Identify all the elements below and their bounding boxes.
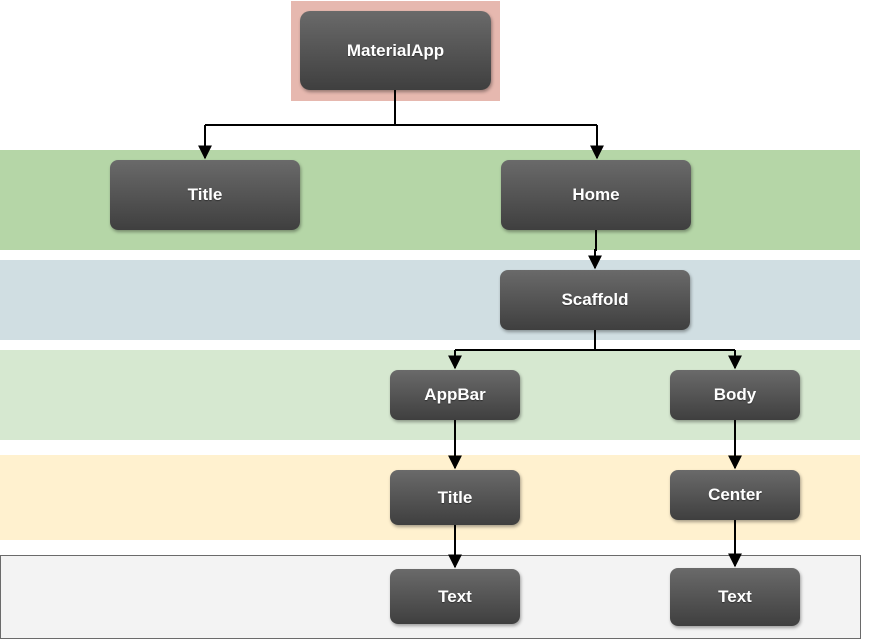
- node-materialapp: MaterialApp: [300, 11, 491, 90]
- node-center: Center: [670, 470, 800, 520]
- node-text-right: Text: [670, 568, 800, 626]
- node-appbar: AppBar: [390, 370, 520, 420]
- node-scaffold: Scaffold: [500, 270, 690, 330]
- node-title: Title: [110, 160, 300, 230]
- level-band-2: [0, 260, 860, 340]
- node-appbar-title: Title: [390, 470, 520, 525]
- node-text-left: Text: [390, 569, 520, 624]
- node-body: Body: [670, 370, 800, 420]
- node-home: Home: [501, 160, 691, 230]
